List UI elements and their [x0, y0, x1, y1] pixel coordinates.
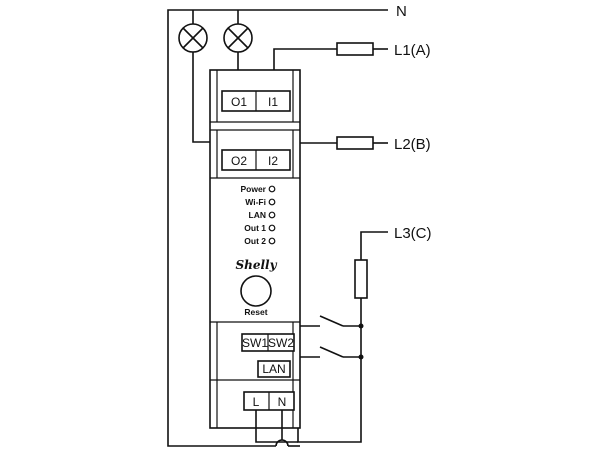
lan-port: LAN — [257, 360, 291, 378]
label-l3: L3(C) — [394, 225, 432, 242]
indicator-power: Power — [240, 184, 266, 194]
switch-2-icon — [319, 346, 344, 358]
terminal-block-top: O1 I1 — [221, 90, 291, 112]
terminal-sw1: SW1 — [242, 336, 268, 350]
indicator-wifi: Wi-Fi — [245, 197, 266, 207]
terminal-o2: O2 — [231, 154, 247, 168]
terminal-sw2: SW2 — [268, 336, 294, 350]
led-lan-icon — [268, 211, 276, 219]
terminal-n: N — [278, 395, 287, 409]
indicator-out1: Out 1 — [244, 223, 266, 233]
led-power-icon — [268, 185, 276, 193]
lan-port-label: LAN — [262, 362, 285, 376]
label-neutral: N — [396, 3, 407, 20]
terminal-block-power: L N — [243, 391, 295, 411]
reset-button[interactable] — [240, 275, 272, 307]
terminal-block-mid: O2 I2 — [221, 149, 291, 171]
terminal-l: L — [253, 395, 260, 409]
terminal-i2: I2 — [268, 154, 278, 168]
shelly-logo: Shelly — [235, 258, 277, 272]
switch-1-icon — [319, 315, 344, 327]
fuse-l2-icon — [336, 136, 374, 150]
label-l1: L1(A) — [394, 42, 431, 59]
terminal-o1: O1 — [231, 95, 247, 109]
led-out1-icon — [268, 224, 276, 232]
l-supply-wire — [255, 410, 298, 443]
fuse-l3-icon — [354, 259, 368, 299]
reset-label: Reset — [244, 307, 267, 317]
indicator-out2: Out 2 — [244, 236, 266, 246]
led-wifi-icon — [268, 198, 276, 206]
indicator-lan: LAN — [249, 210, 266, 220]
led-out2-icon — [268, 237, 276, 245]
indicator-list: Power Wi-Fi LAN Out 1 Out 2 — [240, 184, 276, 246]
label-l2: L2(B) — [394, 136, 431, 153]
terminal-block-switch: SW1 SW2 — [241, 333, 295, 352]
fuse-l1-icon — [336, 42, 374, 56]
terminal-i1: I1 — [268, 95, 278, 109]
